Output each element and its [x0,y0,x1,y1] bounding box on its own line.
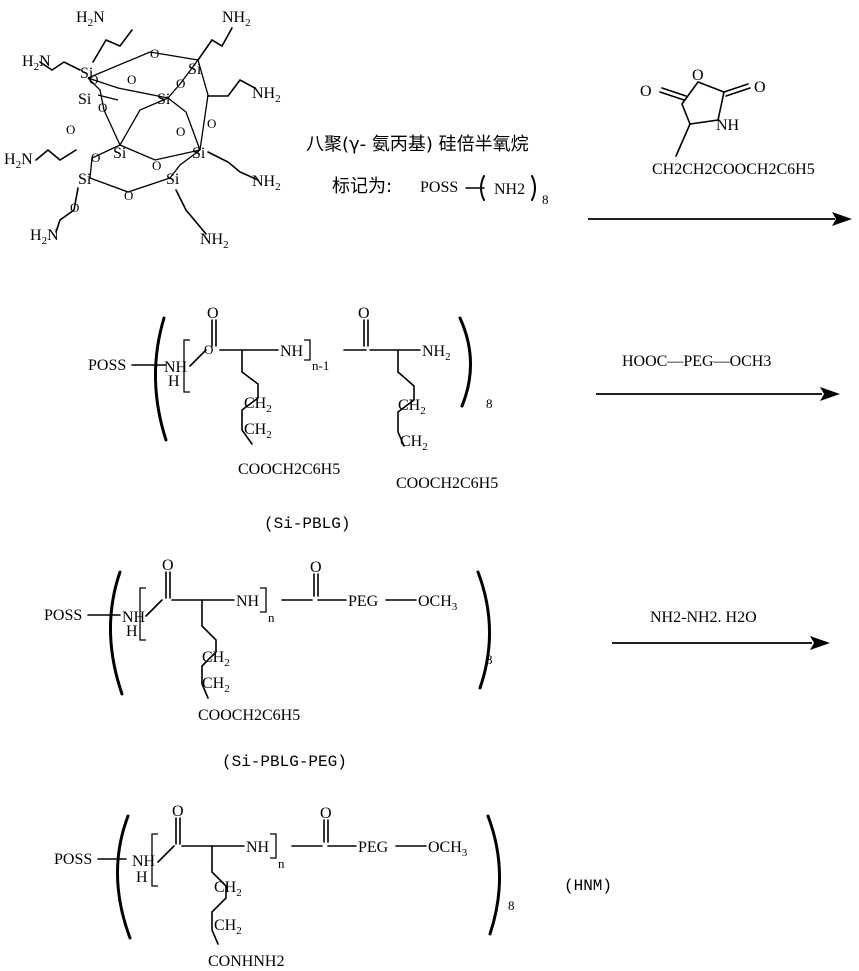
ch2-group: CH2 [398,397,426,417]
peg-acid-reagent: HOOC—PEG—OCH3 [622,353,771,370]
o-atom: O [152,158,161,173]
svg-text:O: O [310,559,322,576]
amino-group: NH2 [252,173,281,193]
svg-text:OCH3: OCH3 [418,593,458,613]
svg-text:O: O [162,557,174,574]
svg-text:H: H [136,869,148,886]
svg-text:PEG: PEG [348,593,379,610]
svg-text:POSS: POSS [54,851,92,868]
multiplier: 8 [486,652,493,667]
si-pblg-structure: POSS NH H O O CH2 CH2 COOCH2C6H5 NH n-1 … [88,305,498,492]
ester-group: COOCH2C6H5 [198,707,300,724]
ch2-group: CH2 [244,395,272,415]
o-atom: O [176,124,185,139]
amino-group: H2N [30,227,59,247]
svg-text:NH: NH [280,343,304,360]
svg-text:NH: NH [236,593,260,610]
product-label-si-pblg-peg: (Si-PBLG-PEG) [222,753,347,771]
ch2-group: CH2 [214,917,242,937]
svg-text:O: O [358,305,370,322]
poss-notation: POSS NH2 8 [420,176,549,207]
svg-text:O: O [172,803,184,820]
si-atom: Si [113,145,127,162]
hnm-structure: POSS NH H O CH2 CH2 CONHNH2 NH n O PEG O… [54,803,515,970]
o-atom: O [66,122,75,137]
o-atom: O [89,72,98,87]
compound-name: 八聚(γ- 氨丙基) 硅倍半氧烷 [306,134,529,155]
si-atom: Si [188,61,202,78]
o-atom: O [207,116,216,131]
svg-text:8: 8 [542,192,549,207]
product-label-si-pblg: (Si-PBLG) [264,515,350,533]
hydrazine-reagent: NH2-NH2. H2O [650,609,757,626]
o-atom: O [150,46,159,61]
ch2-group: CH2 [202,649,230,669]
amino-group: NH2 [222,9,251,29]
multiplier: 8 [508,898,515,913]
o-atom: O [124,188,133,203]
ester-group: COOCH2C6H5 [396,475,498,492]
svg-text:O: O [320,805,332,822]
svg-text:PEG: PEG [358,839,389,856]
reaction-arrow-3 [612,636,830,650]
svg-text:O: O [640,83,652,100]
svg-text:NH2: NH2 [494,181,525,198]
ch2-group: CH2 [214,879,242,899]
svg-text:O: O [754,79,766,96]
si-atom: Si [166,171,180,188]
si-atom: Si [78,171,92,188]
svg-text:POSS: POSS [88,357,126,374]
reaction-arrow-1 [588,212,852,226]
product-label-hnm: (HNM) [564,877,612,895]
svg-text:POSS: POSS [44,607,82,624]
svg-text:OCH3: OCH3 [428,839,468,859]
o-atom: O [176,76,185,91]
repeat-index: n [278,856,285,871]
hydrazide-group: CONHNH2 [208,953,284,970]
side-chain: CH2CH2COOCH2C6H5 [652,161,815,178]
reaction-arrow-2 [596,387,840,401]
o-atom: O [98,100,107,115]
ch2-group: CH2 [400,433,428,453]
amino-group: NH2 [252,85,281,105]
amino-group: H2N [76,9,105,29]
svg-text:O: O [692,67,704,84]
repeat-index: n-1 [312,358,329,373]
amino-group: NH2 [200,231,229,251]
si-atom: Si [192,145,206,162]
poss-cage-structure: Si Si Si Si Si Si Si Si O O O O O O O O … [4,9,281,251]
svg-text:H: H [168,373,180,390]
si-atom: Si [78,91,92,108]
svg-text:O: O [207,305,219,322]
svg-text:NH: NH [246,839,270,856]
notation-prefix: 标记为: [332,176,392,197]
o-atom: O [91,150,100,165]
svg-text:POSS: POSS [420,179,458,196]
amino-group: H2N [22,53,51,73]
svg-text:NH: NH [716,117,740,134]
amino-group: H2N [4,151,33,171]
terminal-amine: NH2 [422,343,451,363]
ester-group: COOCH2C6H5 [238,461,340,478]
repeat-index: n [268,610,275,625]
multiplier: 8 [486,396,493,411]
svg-text:H: H [126,623,138,640]
si-atom: Si [157,91,171,108]
si-pblg-peg-structure: POSS NH H O CH2 CH2 COOCH2C6H5 NH n O PE… [44,557,493,724]
o-atom: O [127,72,136,87]
bnca-reagent: O O O NH CH2CH2COOCH2C6H5 [640,67,815,178]
